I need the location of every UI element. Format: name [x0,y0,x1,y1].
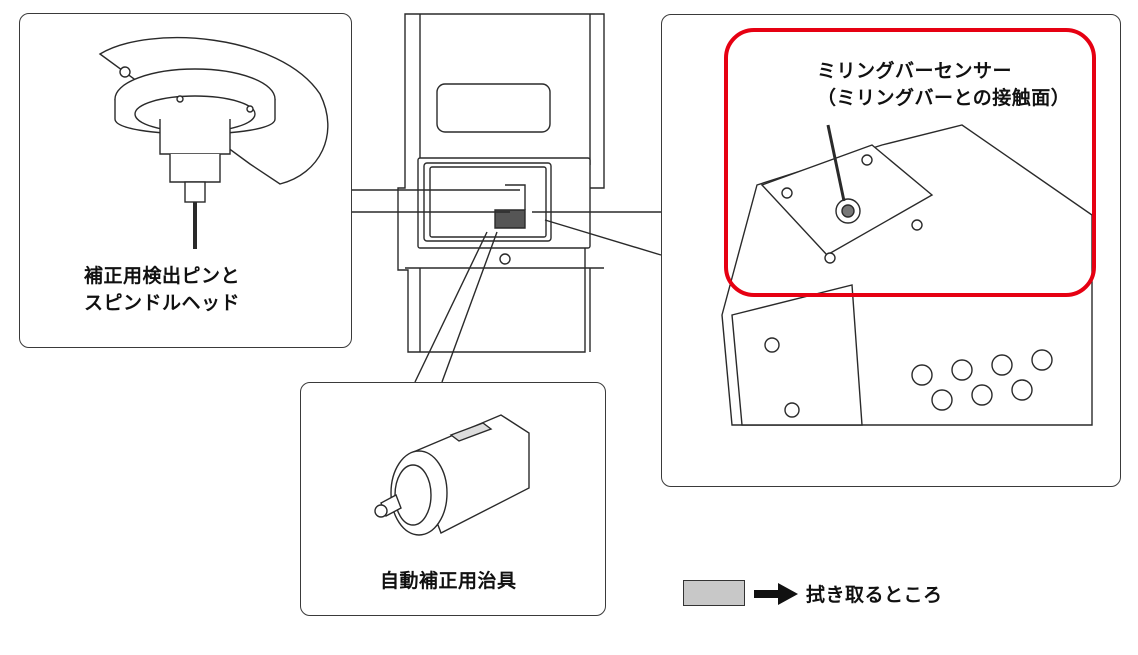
spindle-head-label: 補正用検出ピンと スピンドルヘッド [84,263,240,317]
spindle-head-illustration [98,36,329,249]
spindle-head-panel [19,13,352,348]
calibration-jig-label: 自動補正用治具 [380,570,517,592]
milling-bur-sensor-label: ミリングバーセンサー （ミリングバーとの接触面） [817,58,1070,112]
wipe-area-swatch [683,580,745,606]
milling-bur-sensor-panel [661,14,1121,487]
sensor-label-line1: ミリングバーセンサー [817,60,1013,82]
spindle-label-line2: スピンドルヘッド [84,292,241,314]
calibration-jig-panel [300,382,606,616]
wipe-area-legend-text: 拭き取るところ [806,584,943,606]
milling-bur-sensor-illustration [721,28,1096,426]
arrow-right-icon [754,583,798,605]
sensor-label-line2: （ミリングバーとの接触面） [817,87,1071,109]
calibration-jig-illustration [374,414,530,536]
spindle-label-line1: 補正用検出ピンと [84,265,241,287]
